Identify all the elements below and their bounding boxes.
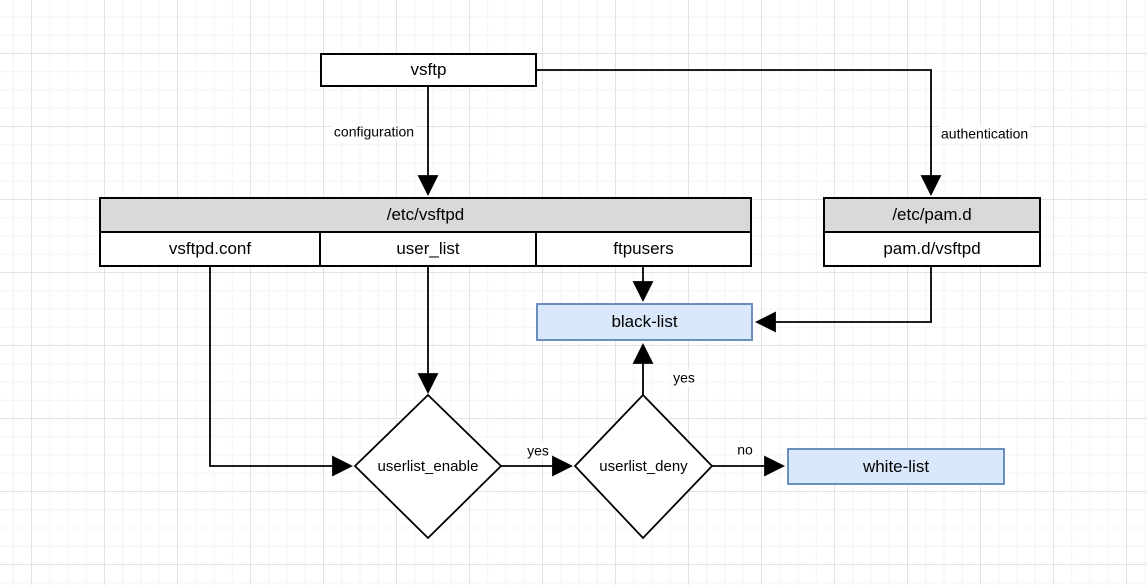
cell-vsftpd-conf-label: vsftpd.conf bbox=[168, 239, 252, 258]
edge-label-yes-deny[interactable]: yes bbox=[671, 369, 697, 387]
etc-vsftpd-header[interactable]: /etc/vsftpd bbox=[99, 197, 752, 233]
edge-label-configuration[interactable]: configuration bbox=[331, 123, 417, 141]
edge-vsftpdconf-to-enable[interactable] bbox=[209, 267, 351, 466]
black-list-label: black-list bbox=[611, 312, 678, 331]
white-list-node[interactable]: white-list bbox=[787, 448, 1005, 485]
edge-pamd-to-blacklist[interactable] bbox=[757, 267, 932, 322]
edge-label-yes-enable[interactable]: yes bbox=[525, 442, 551, 460]
vsftp-label: vsftp bbox=[410, 60, 447, 79]
edge-label-authentication[interactable]: authentication bbox=[939, 125, 1031, 143]
etc-pamd-header-label: /etc/pam.d bbox=[892, 205, 972, 224]
userlist-enable-diamond[interactable] bbox=[353, 393, 503, 540]
vsftp-node[interactable]: vsftp bbox=[320, 53, 537, 87]
cell-ftpusers-label: ftpusers bbox=[613, 239, 674, 258]
cell-pamd-vsftpd[interactable]: pam.d/vsftpd bbox=[823, 231, 1041, 267]
etc-vsftpd-header-label: /etc/vsftpd bbox=[386, 205, 465, 224]
cell-vsftpd-conf[interactable]: vsftpd.conf bbox=[99, 231, 321, 267]
black-list-node[interactable]: black-list bbox=[536, 303, 753, 341]
white-list-label: white-list bbox=[862, 456, 930, 476]
userlist-deny-diamond[interactable] bbox=[573, 393, 714, 540]
edge-vsftp-authentication[interactable] bbox=[537, 69, 931, 194]
cell-user-list-label: user_list bbox=[396, 239, 460, 258]
cell-user-list[interactable]: user_list bbox=[319, 231, 537, 267]
cell-pamd-vsftpd-label: pam.d/vsftpd bbox=[883, 239, 981, 258]
etc-pamd-header[interactable]: /etc/pam.d bbox=[823, 197, 1041, 233]
cell-ftpusers[interactable]: ftpusers bbox=[535, 231, 752, 267]
edge-label-no-deny[interactable]: no bbox=[735, 441, 755, 459]
